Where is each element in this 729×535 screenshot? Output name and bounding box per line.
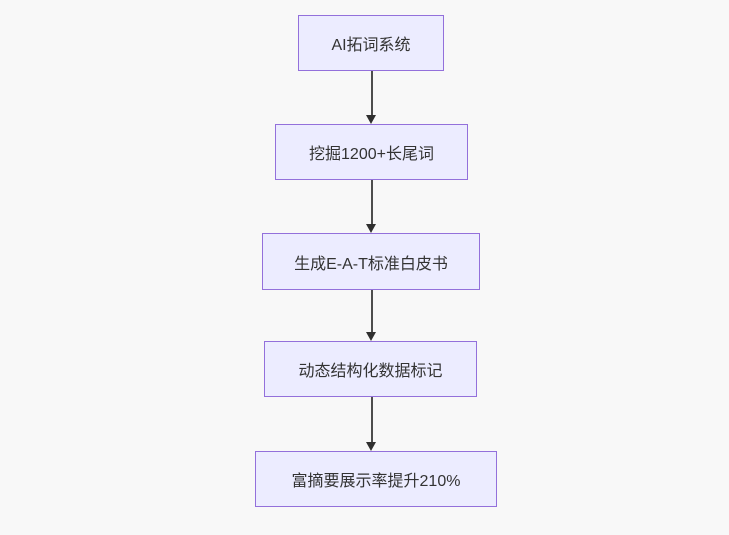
arrow-line (370, 71, 373, 116)
flow-arrow-1 (366, 71, 377, 124)
arrowhead-down-icon (366, 224, 376, 233)
arrowhead-down-icon (366, 115, 376, 124)
arrowhead-down-icon (366, 442, 376, 451)
node-eat-standard-whitepaper: 生成E-A-T标准白皮书 (262, 233, 480, 290)
node-rich-snippet-rate-result: 富摘要展示率提升210% (255, 451, 497, 507)
arrow-line (370, 397, 373, 443)
flow-arrow-4 (366, 397, 377, 451)
node-dynamic-structured-data-markup: 动态结构化数据标记 (264, 341, 477, 397)
flow-arrow-2 (366, 180, 377, 233)
arrowhead-down-icon (366, 332, 376, 341)
arrow-line (370, 290, 373, 333)
node-longtail-keyword-mining: 挖掘1200+长尾词 (275, 124, 468, 180)
node-ai-word-expansion-system: AI拓词系统 (298, 15, 444, 71)
arrow-line (370, 180, 373, 225)
flow-arrow-3 (366, 290, 377, 341)
